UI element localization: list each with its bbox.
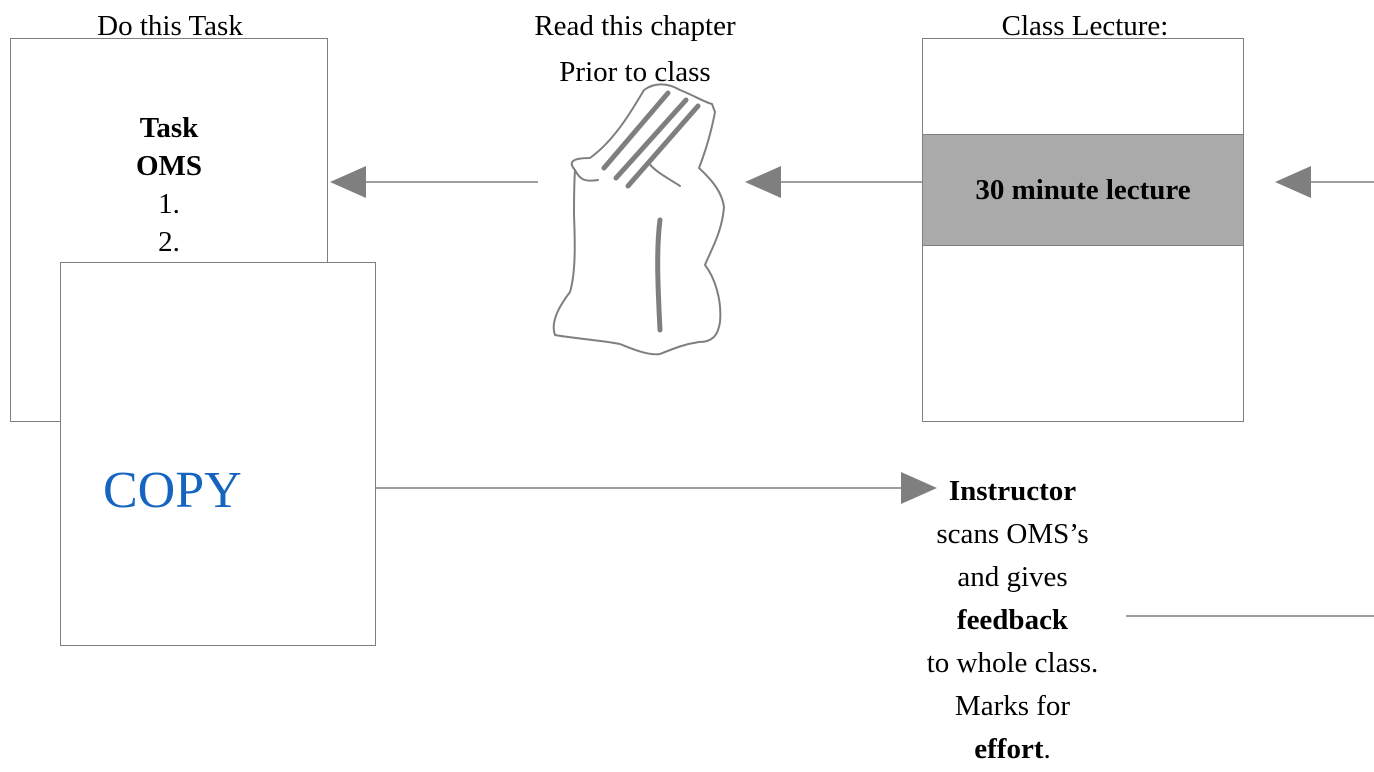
instructor-line6: Marks for: [954, 690, 1071, 722]
task-item: 2.: [158, 226, 180, 258]
instructor-line7: effort.: [974, 733, 1051, 765]
read-chapter-label-line2: Prior to class: [559, 56, 711, 88]
arrow-lecture-to-book: [745, 166, 922, 198]
lecture-band: 30 minute lecture: [923, 134, 1243, 246]
task-subtitle: OMS: [135, 150, 203, 182]
copy-card: COPY: [60, 262, 376, 646]
task-title: Task: [139, 112, 199, 144]
instructor-line1: Instructor: [948, 475, 1077, 507]
arrow-copy-to-instructor: [376, 472, 937, 504]
book-icon: [552, 83, 725, 356]
copy-text: COPY: [103, 462, 242, 519]
do-task-label: Do this Task: [97, 10, 243, 42]
lecture-card: 30 minute lecture: [922, 38, 1244, 422]
instructor-line3: and gives: [957, 561, 1068, 593]
class-lecture-label: Class Lecture:: [1001, 10, 1169, 42]
read-chapter-label-line1: Read this chapter: [534, 10, 736, 42]
arrow-into-lecture: [1275, 166, 1374, 198]
instructor-note: Instructor scans OMS’s and gives feedbac…: [920, 470, 1105, 771]
instructor-line4: feedback: [956, 604, 1069, 636]
task-item: 1.: [158, 188, 180, 220]
instructor-line2: scans OMS’s: [936, 518, 1089, 550]
arrow-book-to-task: [330, 166, 538, 198]
instructor-line5: to whole class.: [926, 647, 1099, 679]
lecture-band-text: 30 minute lecture: [975, 173, 1191, 206]
